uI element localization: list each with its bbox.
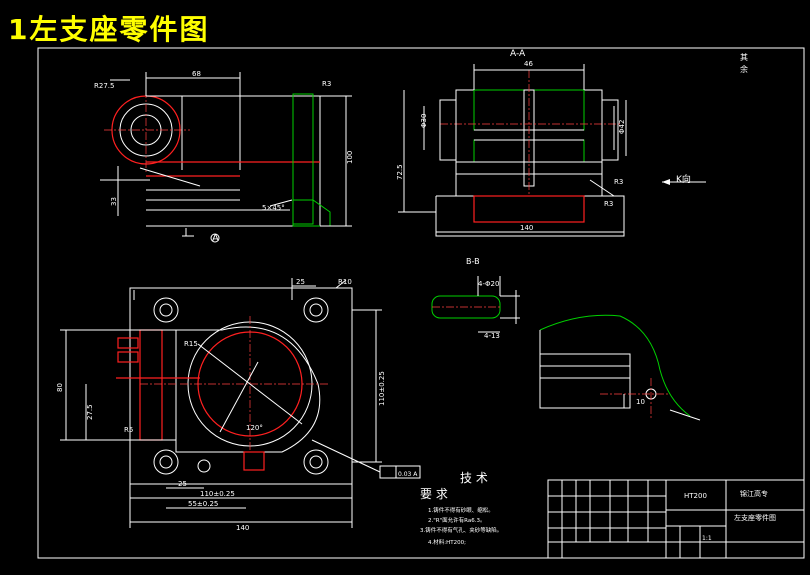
drawing-title: 1左支座零件图	[8, 13, 210, 46]
note-yu: 余	[740, 64, 748, 74]
top-view	[60, 278, 421, 528]
k-view	[539, 314, 701, 421]
section-aa-label: A-A	[510, 49, 526, 59]
dim-55: 55±0.25	[188, 500, 218, 508]
dim-80: 80	[56, 383, 64, 392]
dim-110-bottom: 110±0.25	[200, 490, 235, 498]
k-view-arrow	[662, 179, 706, 185]
dim-140-top: 140	[520, 224, 533, 232]
title-block	[547, 479, 805, 559]
dim-phi42: Φ42	[618, 120, 626, 134]
tech-heading-1: 技 术	[460, 471, 488, 485]
dim-r3-top: R3	[322, 80, 331, 88]
section-aa-view	[398, 64, 627, 237]
dim-10: 10	[636, 398, 645, 406]
k-view-label: K向	[676, 173, 691, 185]
dim-r10: R10	[338, 278, 352, 286]
dim-46: 46	[524, 60, 533, 68]
dim-r3-k1: R3	[614, 178, 623, 186]
dim-33: 33	[110, 197, 118, 206]
tech-heading-2: 要 求	[420, 487, 448, 501]
tech-item-4: 4.材料:HT200;	[428, 538, 466, 546]
dim-72-5: 72.5	[396, 164, 404, 180]
dim-r3-k2: R3	[604, 200, 613, 208]
tech-item-2: 2."R"面允许有Ra6.3。	[428, 516, 485, 524]
dim-100: 100	[346, 151, 354, 164]
tech-item-3: 3.铸件不得有气孔、夹砂等缺陷。	[420, 526, 502, 534]
svg-text:A: A	[212, 233, 219, 244]
section-bb-label: B-B	[466, 257, 480, 266]
dim-68: 68	[192, 70, 201, 78]
title-school: 锦江高专	[740, 489, 768, 498]
dim-5x45: 5×45°	[262, 204, 285, 212]
title-material: HT200	[684, 492, 707, 500]
tolerance-frame: 0.03 A	[398, 471, 418, 478]
dim-4-phi20: 4-Φ20	[478, 280, 499, 288]
dim-4-13: 4-13	[484, 332, 500, 340]
dim-110-side: 110±0.25	[378, 371, 386, 406]
dim-phi30: Φ30	[420, 114, 428, 128]
dim-r15: R15	[184, 340, 198, 348]
front-view: A	[100, 72, 352, 244]
dim-120-deg: 120°	[246, 424, 263, 432]
dim-r5: R5	[124, 426, 133, 434]
tech-item-1: 1.铸件不得有砂眼、缩松。	[428, 506, 494, 514]
labels: 68 R27.5 R3 100 33 5×45° A-A 46 72.5 140…	[56, 49, 776, 546]
title-drawing-name: 左支座零件图	[734, 513, 776, 522]
dim-r27-5: R27.5	[94, 82, 114, 90]
dim-25-bottom: 25	[178, 480, 187, 488]
drawing-border	[37, 47, 805, 559]
note-qi: 其	[740, 53, 748, 62]
dim-27-5: 27.5	[86, 404, 94, 420]
dim-25: 25	[296, 278, 305, 286]
section-bb-view	[431, 276, 520, 333]
title-scale: 1:1	[702, 535, 712, 542]
dim-140-bottom: 140	[236, 524, 249, 532]
